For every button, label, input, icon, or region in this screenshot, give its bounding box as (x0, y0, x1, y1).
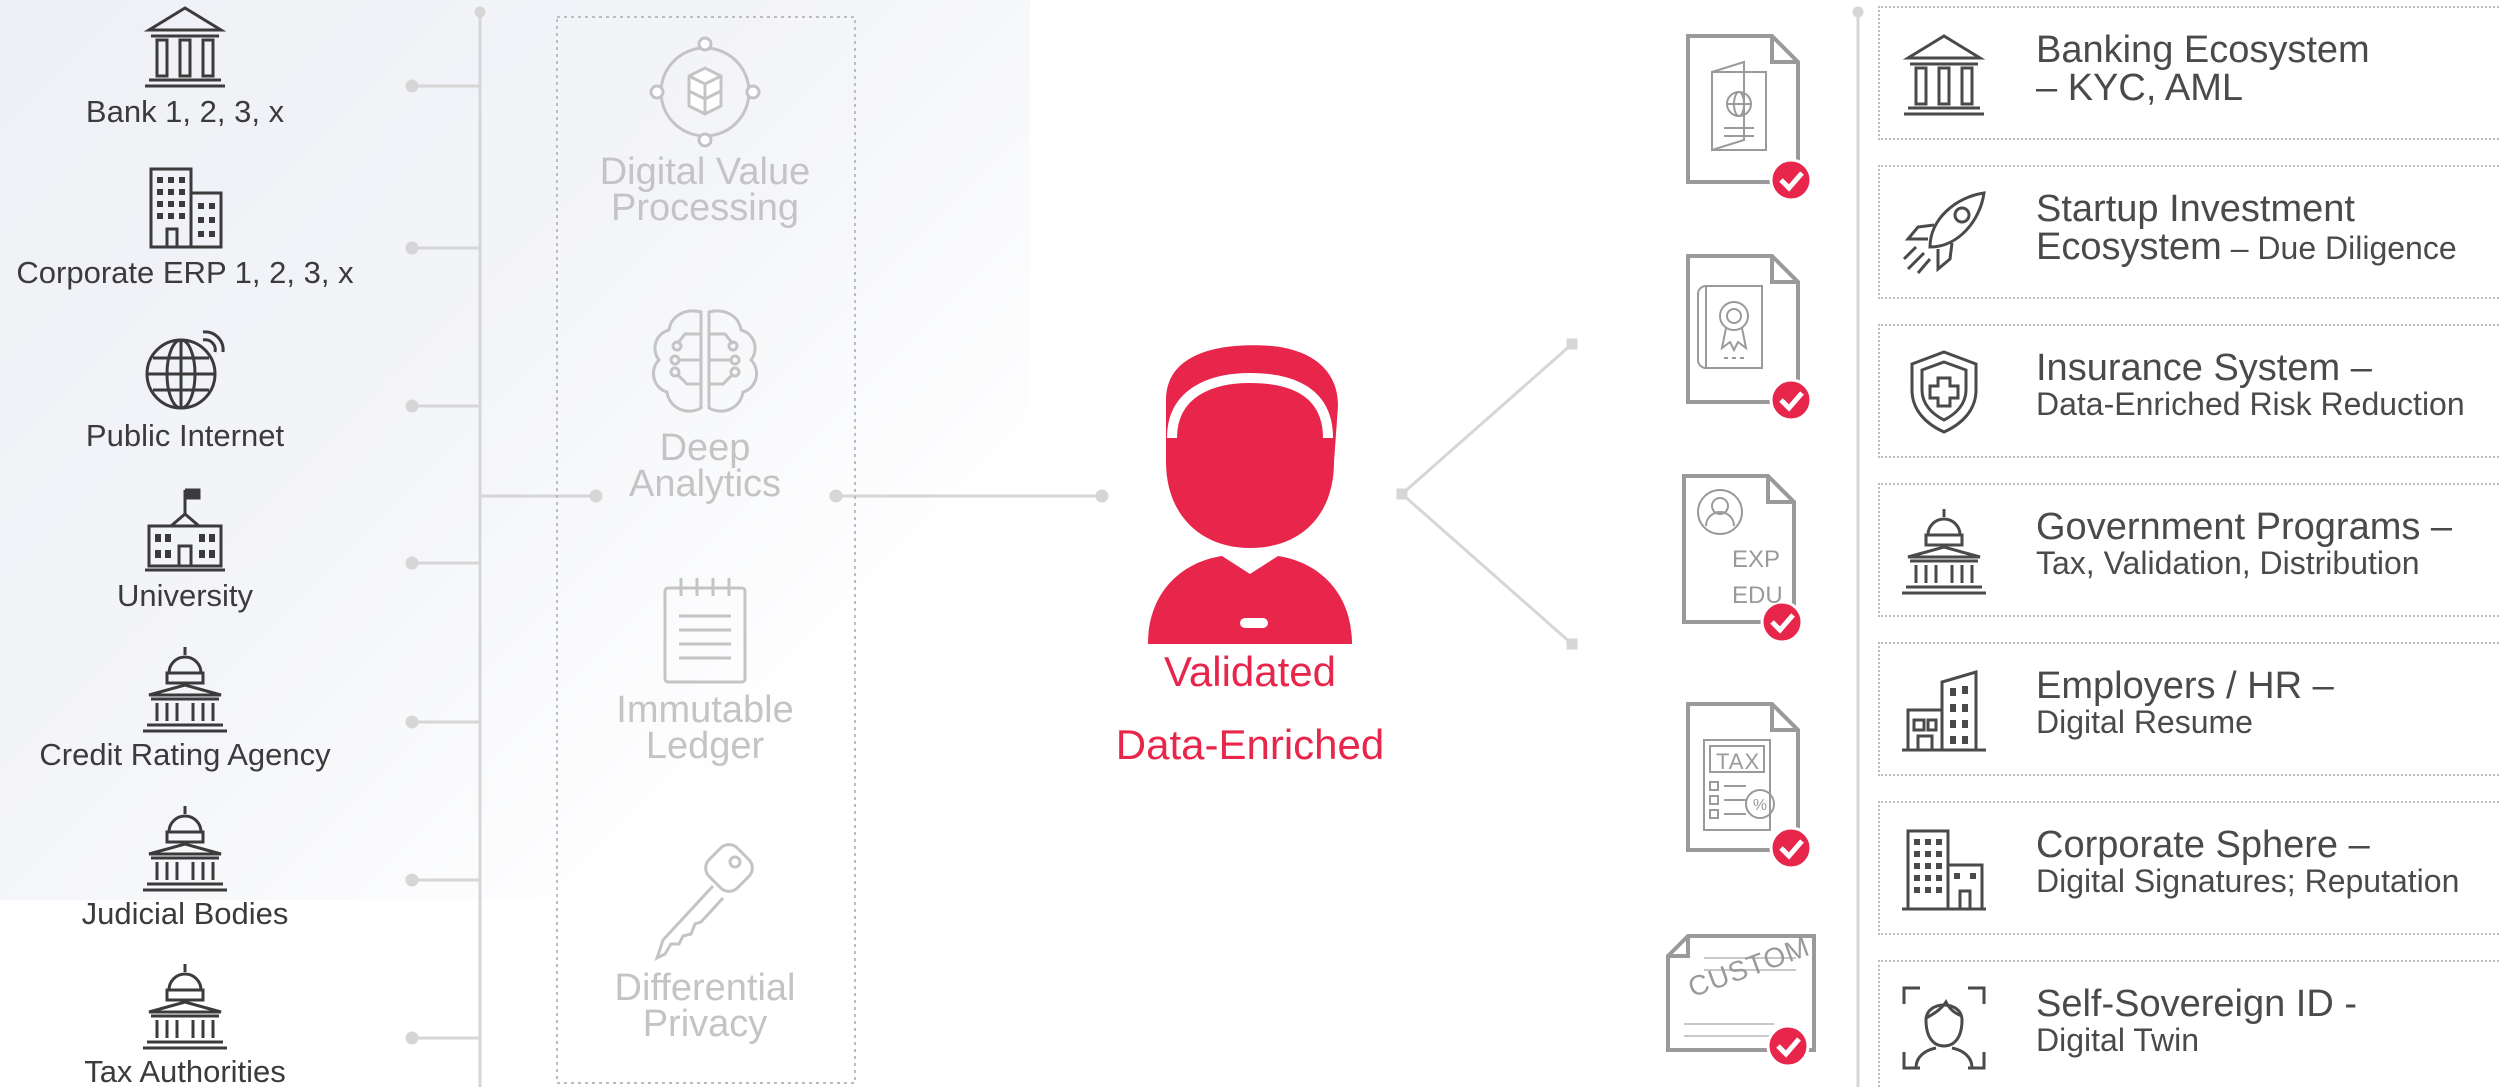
shield-plus-icon (1910, 350, 1978, 434)
process-line1: Deep (659, 427, 751, 469)
sector-subtitle-a: Ecosystem (2036, 226, 2222, 268)
capitol-building-icon (143, 964, 227, 1050)
sector-subtitle: – KYC, AML (2036, 67, 2243, 109)
cubes-network-icon (649, 36, 761, 148)
process-line2: Analytics (628, 463, 782, 505)
user-avatar-icon (1148, 345, 1352, 644)
capitol-building-icon (143, 806, 227, 892)
office-building-icon (149, 167, 223, 249)
resume-text-edu: EDU (1732, 582, 1783, 609)
source-label: Judicial Bodies (81, 896, 289, 931)
key-icon (654, 843, 754, 961)
source-credit-rating-agency: Credit Rating Agency (0, 645, 370, 773)
resume-document: EXP EDU (1680, 472, 1810, 644)
sector-title: Government Programs – (2036, 506, 2453, 548)
sector-self-sovereign-id: Self-Sovereign ID - Digital Twin (1878, 960, 2499, 1087)
certificate-document-icon (1686, 254, 1813, 422)
center-label-validated: Validated (1163, 648, 1337, 695)
process-line1: Differential (614, 967, 796, 1009)
source-tax-authorities: Tax Authorities (0, 962, 370, 1090)
brain-circuit-icon (651, 309, 759, 413)
sector-banking: Banking Ecosystem – KYC, AML (1878, 6, 2499, 140)
source-university: University (0, 486, 370, 614)
source-label: Bank 1, 2, 3, x (85, 94, 285, 129)
center-label-data-enriched: Data-Enriched (1115, 721, 1385, 768)
process-line1: Digital Value (599, 151, 811, 193)
process-line2: Ledger (645, 725, 765, 767)
capitol-building-icon (1902, 509, 1986, 595)
source-bank: Bank 1, 2, 3, x (0, 2, 370, 130)
source-label: Tax Authorities (84, 1054, 286, 1089)
source-judicial-bodies: Judicial Bodies (0, 804, 370, 932)
sector-title: Startup Investment (2036, 188, 2355, 230)
sector-government: Government Programs – Tax, Validation, D… (1878, 483, 2499, 617)
sector-subtitle-b: – Due Diligence (2221, 230, 2457, 266)
background-wash (0, 0, 1030, 900)
tax-text: TAX (1716, 749, 1761, 774)
sector-subtitle: Data-Enriched Risk Reduction (2036, 386, 2465, 422)
process-line1: Immutable (616, 689, 794, 731)
sector-title: Corporate Sphere – (2036, 824, 2370, 866)
capitol-building-icon (143, 647, 227, 733)
sector-corporate: Corporate Sphere – Digital Signatures; R… (1878, 801, 2499, 935)
office-buildings-icon (1902, 669, 1986, 752)
bank-icon (143, 6, 227, 88)
corporate-buildings-icon (1902, 829, 1986, 911)
source-label: Public Internet (85, 418, 285, 453)
globe-wifi-icon (145, 330, 225, 410)
source-label: Credit Rating Agency (39, 737, 331, 772)
bank-icon (1902, 34, 1986, 116)
sector-title: Insurance System – (2036, 347, 2372, 389)
source-public-internet: Public Internet (0, 326, 370, 454)
process-line2: Processing (611, 187, 799, 229)
sector-title: Banking Ecosystem (2036, 29, 2370, 71)
source-label: Corporate ERP 1, 2, 3, x (16, 255, 354, 290)
resume-document-icon (1682, 474, 1804, 644)
tax-document: % TAX (1684, 700, 1814, 872)
sector-subtitle: Digital Signatures; Reputation (2036, 863, 2460, 899)
resume-text-exp: EXP (1732, 546, 1781, 573)
sector-insurance: Insurance System – Data-Enriched Risk Re… (1878, 324, 2499, 458)
sector-employers-hr: Employers / HR – Digital Resume (1878, 642, 2499, 776)
rocket-icon (1902, 191, 1986, 274)
custom-document-icon (1666, 934, 1816, 1068)
source-corporate-erp: Corporate ERP 1, 2, 3, x (0, 163, 370, 291)
tax-document-icon: % (1686, 702, 1813, 870)
sector-startup-investment: Startup Investment Ecosystem – Due Dilig… (1878, 165, 2499, 299)
sector-subtitle: Tax, Validation, Distribution (2036, 545, 2420, 581)
process-line2: Privacy (642, 1003, 768, 1045)
sector-title: Self-Sovereign ID - (2036, 983, 2358, 1025)
passport-document-icon (1686, 34, 1813, 202)
face-scan-icon (1902, 986, 1986, 1070)
sector-subtitle: Digital Twin (2036, 1022, 2200, 1058)
university-icon (145, 488, 225, 572)
source-label: University (116, 578, 254, 613)
notepad-icon (663, 578, 747, 684)
sector-subtitle: Digital Resume (2036, 704, 2253, 740)
svg-text:%: % (1753, 797, 1767, 814)
sector-title: Employers / HR – (2036, 665, 2334, 707)
custom-document: CUSTOM (1664, 931, 1824, 1082)
